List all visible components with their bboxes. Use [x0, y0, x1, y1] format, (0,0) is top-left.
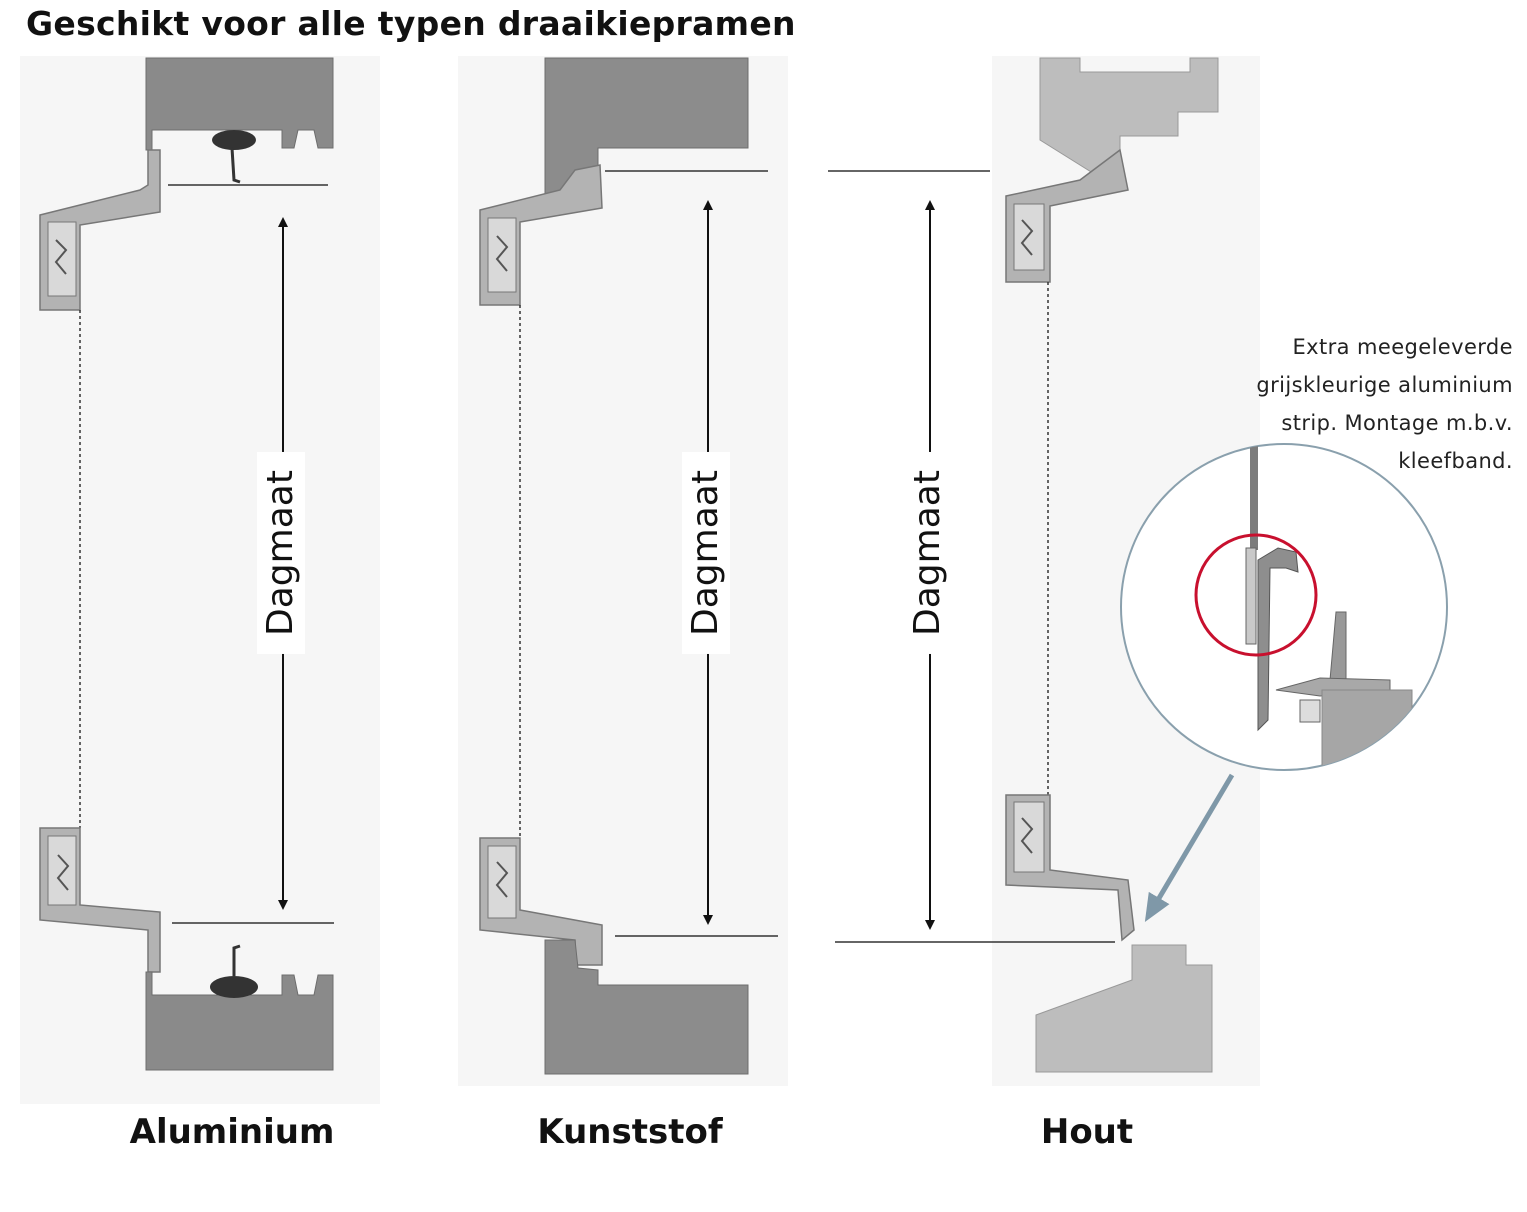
caption-kunststof: Kunststof: [537, 1112, 723, 1152]
callout-arrow: [1144, 773, 1235, 923]
aluminium-dagmaat-label: Dagmaat: [257, 452, 305, 654]
detail-magnifier: [1120, 443, 1448, 923]
hout-section: [828, 57, 1219, 1073]
hout-dagmaat-label: Dagmaat: [904, 452, 952, 654]
kunststof-dagmaat-label: Dagmaat: [682, 452, 730, 654]
detail-note: Extra meegeleverde grijskleurige alumini…: [1256, 335, 1513, 473]
kunststof-section: [479, 57, 778, 1075]
highlight-ring: [1194, 533, 1318, 657]
caption-hout: Hout: [1040, 1112, 1134, 1152]
caption-aluminium: Aluminium: [129, 1112, 335, 1152]
page-title: Geschikt voor alle typen draaikiepramen: [26, 4, 796, 43]
aluminium-section: [39, 57, 334, 1071]
